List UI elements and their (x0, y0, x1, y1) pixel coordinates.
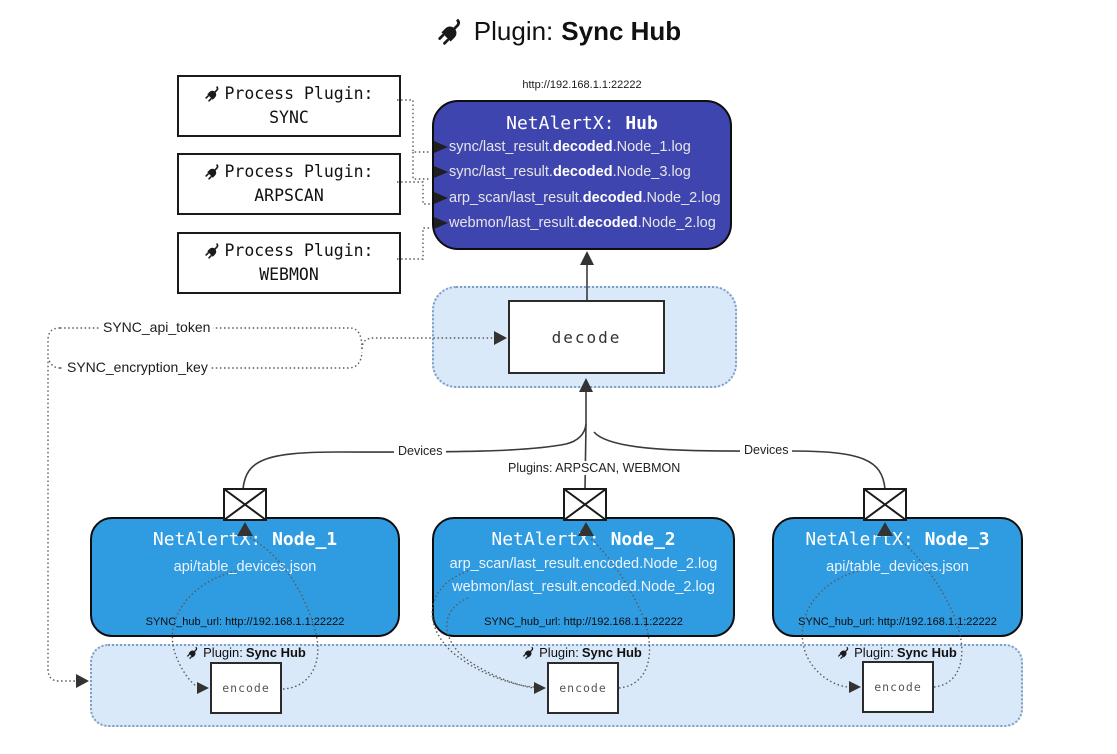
encode-box: encode (210, 662, 282, 714)
node-title: NetAlertX: Node_2 (491, 529, 676, 550)
hub-title: NetAlertX: Hub (506, 113, 658, 134)
plugins-edge-label: Plugins: ARPSCAN, WEBMON (504, 461, 685, 475)
process-plugin-name: SYNC (269, 108, 309, 127)
process-plugin-label: Process Plugin: (224, 241, 374, 261)
arrow-right-icon (434, 140, 448, 153)
node-file-line: arp_scan/last_result.encoded.Node_2.log (449, 556, 718, 572)
node-3-box: NetAlertX: Node_3 api/table_devices.json… (772, 517, 1023, 637)
process-plugin-name: ARPSCAN (254, 186, 324, 205)
sync-encryption-key-label: SYNC_encryption_key (64, 359, 211, 375)
node-title: NetAlertX: Node_3 (805, 529, 990, 550)
hub-log-row: sync/last_result.decoded.Node_3.log (434, 160, 730, 186)
envelope-icons (223, 488, 907, 521)
node-file-line: webmon/last_result.encoded.Node_2.log (452, 579, 715, 595)
sync-api-token-label: SYNC_api_token (100, 319, 214, 335)
node-hub-url: SYNC_hub_url: http://192.168.1.1:22222 (145, 616, 345, 628)
hub-url: http://192.168.1.1:22222 (522, 79, 642, 91)
arrow-right-icon (434, 217, 448, 230)
node-file-line: api/table_devices.json (173, 559, 317, 575)
envelope-icon (863, 488, 907, 521)
process-plugin-name: WEBMON (259, 265, 319, 284)
hub-log-row: sync/last_result.decoded.Node_1.log (434, 134, 730, 160)
node-hub-url: SYNC_hub_url: http://192.168.1.1:22222 (798, 616, 997, 628)
node-2-box: NetAlertX: Node_2 arp_scan/last_result.e… (432, 517, 735, 637)
arrow-right-icon (434, 191, 448, 204)
arrow-right-icon (434, 166, 448, 179)
encode-plugin-label: Plugin: Sync Hub (817, 645, 977, 660)
node-1-box: NetAlertX: Node_1 api/table_devices.json… (90, 517, 400, 637)
hub-box: NetAlertX: Hub sync/last_result.decoded.… (432, 100, 732, 250)
devices-label-left: Devices (394, 444, 447, 458)
page-title: Plugin: Sync Hub (0, 16, 1117, 47)
encode-box: encode (547, 662, 619, 714)
process-plugin-webmon: Process Plugin: WEBMON (177, 232, 401, 294)
plug-icon (204, 163, 222, 181)
process-plugin-label: Process Plugin: (224, 162, 374, 182)
encode-box: encode (862, 661, 934, 713)
page-title-prefix: Plugin: (473, 16, 554, 46)
plug-icon (204, 85, 222, 103)
hub-log-row: arp_scan/last_result.decoded.Node_2.log (434, 185, 730, 211)
process-plugin-sync: Process Plugin: SYNC (177, 75, 401, 137)
page-title-name: Sync Hub (561, 16, 682, 46)
plug-icon (837, 646, 851, 660)
process-plugin-label: Process Plugin: (224, 84, 374, 104)
process-plugin-arpscan: Process Plugin: ARPSCAN (177, 153, 401, 215)
plug-icon (522, 646, 536, 660)
encode-plugin-label: Plugin: Sync Hub (502, 645, 662, 660)
envelope-icon (563, 488, 607, 521)
plug-icon (436, 17, 466, 47)
hub-log-row: webmon/last_result.decoded.Node_2.log (434, 211, 730, 237)
plug-icon (204, 242, 222, 260)
encode-plugin-label: Plugin: Sync Hub (166, 645, 326, 660)
devices-label-right: Devices (740, 443, 793, 457)
decode-box: decode (508, 300, 665, 374)
node-title: NetAlertX: Node_1 (152, 529, 338, 550)
plug-icon (186, 646, 200, 660)
node-file-line: api/table_devices.json (826, 559, 969, 575)
node-hub-url: SYNC_hub_url: http://192.168.1.1:22222 (484, 616, 683, 628)
envelope-icon (223, 488, 267, 521)
